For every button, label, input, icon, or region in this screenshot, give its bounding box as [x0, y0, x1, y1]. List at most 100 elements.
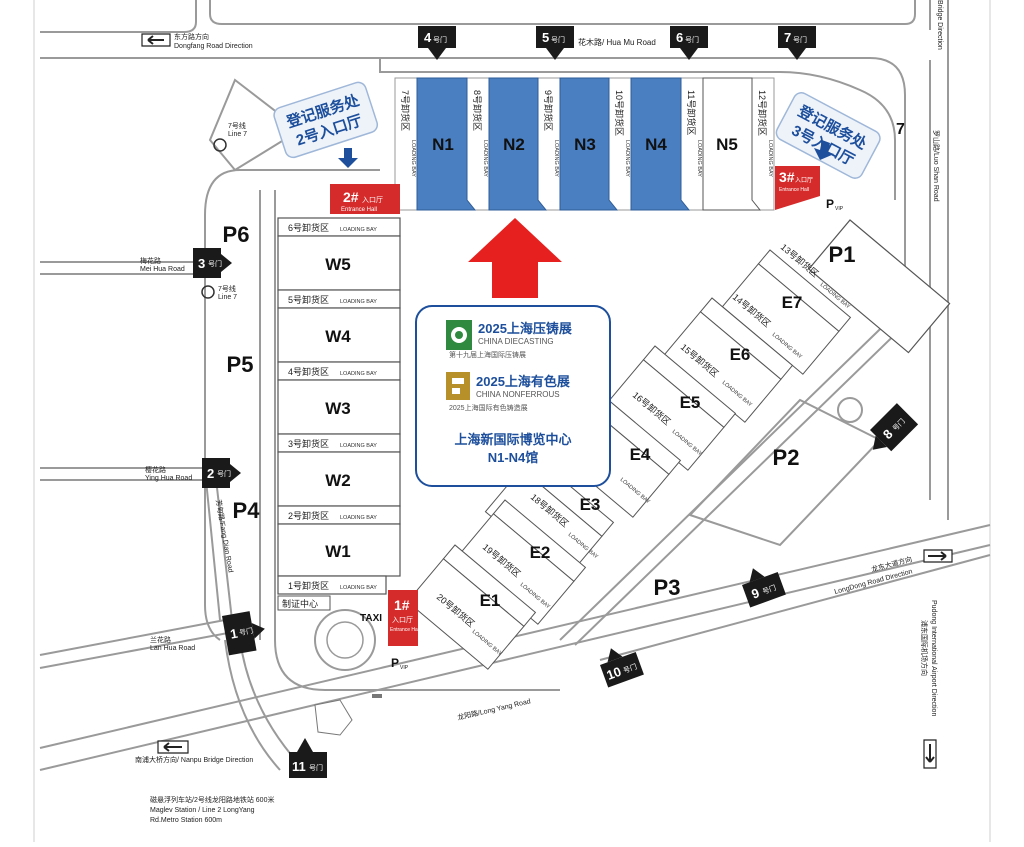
- north-bay-12: 12号卸货区: [757, 90, 768, 136]
- gate-10[interactable]: 10 号门: [596, 641, 644, 688]
- lan-hua-road-label: 兰花路: [150, 635, 171, 644]
- registration-2-arrow-icon: [338, 148, 358, 168]
- line7-top-label-en: Line 7: [228, 131, 247, 138]
- gate-10-number: 10: [605, 664, 624, 683]
- hall-w3-label: W3: [325, 399, 351, 418]
- line7-label-en: Line 7: [218, 294, 237, 301]
- gate-4-number: 4: [424, 30, 432, 45]
- entrance-1-en: Entrance Hall: [390, 627, 420, 633]
- ying-hua-road-label-en: Ying Hua Road: [145, 475, 192, 482]
- north-bay-9-en: LOADING BAY: [553, 140, 559, 177]
- parking-p6: P6: [223, 222, 250, 247]
- id-center-label: 制证中心: [282, 598, 318, 609]
- entrance-1-number: 1#: [394, 597, 410, 613]
- gate-8[interactable]: 8 号门: [862, 403, 919, 460]
- hall-w3[interactable]: [277, 379, 401, 435]
- gate-3[interactable]: 3 号门: [193, 248, 232, 278]
- gate-9[interactable]: 9 号门: [738, 561, 786, 608]
- west-halls: W5 W4 W3 W2 W1 6号卸货区 5号卸货区 4号卸货区 3号卸货区 2…: [277, 217, 401, 611]
- parking-p3: P3: [654, 575, 681, 600]
- big-red-arrow-icon: [468, 218, 562, 298]
- north-bay-7-en: LOADING BAY: [410, 140, 416, 177]
- line7-label: 7号线: [218, 284, 236, 293]
- hall-e3-label: E3: [580, 495, 601, 514]
- north-bay-9: 9号卸货区: [543, 90, 554, 131]
- nonferrous-sub: 2025上海国际有色铸造展: [449, 403, 528, 412]
- hall-e1[interactable]: [406, 558, 525, 670]
- gate-1-number: 1: [229, 626, 239, 642]
- metro-line7-icon: [201, 285, 215, 299]
- hall-n5[interactable]: [702, 77, 762, 211]
- west-bay-6: 6号卸货区: [288, 222, 329, 233]
- gate-1-suffix: 号门: [238, 626, 253, 637]
- hall-n1-label: N1: [432, 135, 454, 154]
- entrance-2-cn: 入口厅: [362, 196, 383, 204]
- airport-direction-label-en: Pudong International Airport Direction: [930, 600, 937, 716]
- gate-9-number: 9: [749, 585, 761, 602]
- hall-w2-label: W2: [325, 471, 351, 490]
- gate-11[interactable]: 11 号门: [289, 738, 327, 778]
- hall-e1-label: E1: [480, 591, 501, 610]
- gate-6[interactable]: 6 号门: [670, 26, 708, 60]
- parking-p5: P5: [227, 352, 254, 377]
- line7-top-label: 7号线: [228, 121, 246, 130]
- hall-n3[interactable]: [559, 77, 619, 211]
- hall-n3-label: N3: [574, 135, 596, 154]
- hall-p1-block: [808, 219, 951, 354]
- hall-e5-label: E5: [680, 393, 701, 412]
- west-bay-5-en: LOADING BAY: [340, 299, 377, 305]
- ying-hua-road-label: 樱花路: [145, 465, 166, 474]
- entrance-1-cn: 入口厅: [392, 616, 413, 624]
- entrance-halls: 2# 入口厅 Entrance Hall 3# 入口厅 Entrance Hal…: [330, 166, 820, 646]
- vip-label-3: VIP: [835, 206, 844, 212]
- entrance-1[interactable]: 1# 入口厅 Entrance Hall: [388, 590, 420, 646]
- north-bay-11-en: LOADING BAY: [696, 140, 702, 177]
- entrance-2-number: 2#: [343, 189, 359, 205]
- gate-7[interactable]: 7 号门: [778, 26, 816, 60]
- gate-2[interactable]: 2 号门: [202, 458, 241, 488]
- registration-2: 登记服务处 2号入口厅: [273, 81, 379, 168]
- parking-p4: P4: [233, 498, 261, 523]
- hall-e2-label: E2: [530, 543, 551, 562]
- hua-mu-road-label: 花木路/ Hua Mu Road: [578, 37, 656, 47]
- entrance-2[interactable]: 2# 入口厅 Entrance Hall: [330, 184, 400, 214]
- gate-1[interactable]: 1 号门: [222, 609, 268, 656]
- gate-5[interactable]: 5 号门: [536, 26, 574, 60]
- gate-7-number: 7: [784, 30, 791, 45]
- gate-6-number: 6: [676, 30, 683, 45]
- airport-direction-label: 浦东国际机场方向: [920, 620, 929, 676]
- parking-vip-1: P: [391, 656, 399, 670]
- hall-e7-label: E7: [782, 293, 803, 312]
- north-bay-11: 11号卸货区: [686, 90, 697, 135]
- entrance-2-en: Entrance Hall: [341, 207, 377, 213]
- hall-n2[interactable]: [488, 77, 548, 211]
- diecasting-en: CHINA DIECASTING: [478, 337, 554, 346]
- hall-n1[interactable]: [416, 77, 477, 211]
- gate-4[interactable]: 4 号门: [418, 26, 456, 60]
- entrance-3-cn: 入口厅: [795, 177, 813, 184]
- hall-n2-label: N2: [503, 135, 525, 154]
- hall-w4-label: W4: [325, 327, 351, 346]
- lan-hua-road-label-en: Lan Hua Road: [150, 645, 195, 652]
- gate-markers: 4 号门 5 号门 6 号门 7 号门 3 号门: [193, 26, 919, 778]
- west-bay-6-en: LOADING BAY: [340, 227, 377, 233]
- hall-w1[interactable]: [277, 523, 401, 577]
- west-bay-3: 3号卸货区: [288, 438, 329, 449]
- gate-2-suffix: 号门: [217, 469, 231, 478]
- entrance-3[interactable]: 3# 入口厅 Entrance Hall: [775, 166, 820, 210]
- metro-station-label-en1: Maglev Station / Line 2 LongYang: [150, 807, 255, 814]
- gate-3-suffix: 号门: [208, 259, 222, 268]
- hall-n5-label: N5: [716, 135, 738, 154]
- nonferrous-title: 2025上海有色展: [476, 374, 571, 389]
- mei-hua-road-label: 梅花路: [140, 256, 161, 265]
- bridge-direction-label: Bridge Direction: [936, 0, 943, 50]
- vip-label-1: VIP: [400, 665, 409, 671]
- parking-labels: P1 P2 P3 P4 P5 P6: [223, 222, 856, 600]
- hall-w2[interactable]: [277, 451, 401, 507]
- hall-w5-label: W5: [325, 255, 351, 274]
- luo-shan-road-label: 罗山路/Luo Shan Road: [932, 130, 941, 202]
- north-bay-10-en: LOADING BAY: [624, 140, 630, 177]
- nonferrous-logo-icon: [446, 372, 470, 400]
- hall-n4[interactable]: [630, 77, 691, 211]
